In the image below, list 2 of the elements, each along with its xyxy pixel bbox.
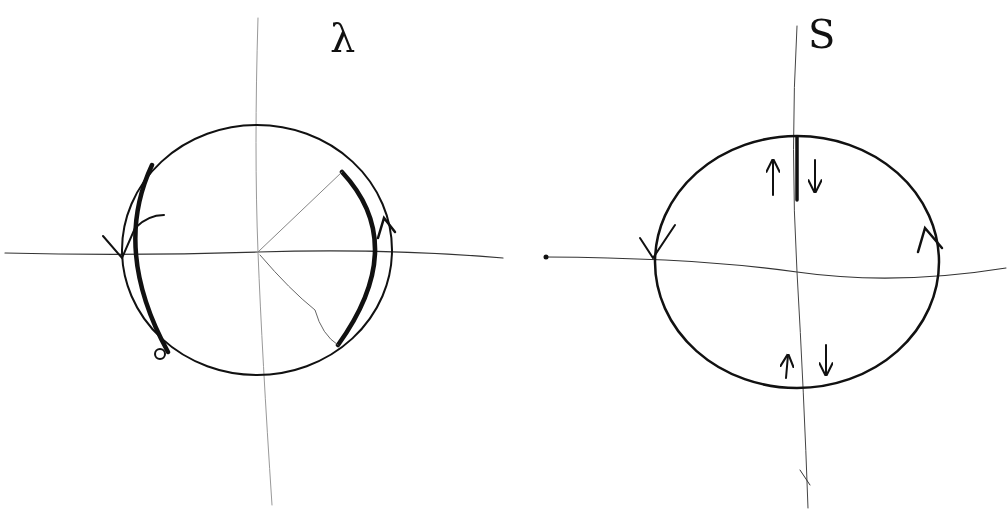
- axis-label: S: [808, 14, 836, 54]
- axis-label: λ: [330, 18, 356, 58]
